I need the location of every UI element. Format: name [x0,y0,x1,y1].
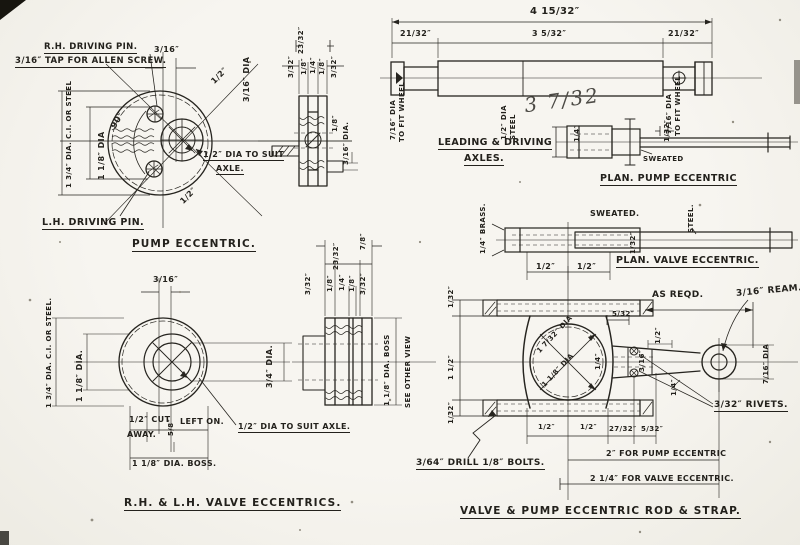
dim-strap-arm: 5/32″ [612,310,635,318]
dim-strap-bot-1: 1/2″ [538,423,556,431]
dim-pump-sec-d1: 3/32″ [287,55,295,78]
dim-valve-sec-d2: 1/8″ [326,274,334,292]
title-pump-eccentric: PUMP ECCENTRIC. [132,238,256,252]
rod-strap-dims [452,266,798,500]
dim-rod-bot: 1/4″ [670,378,678,396]
dim-len-valve: 2 1/4″ FOR VALVE ECCENTRIC. [590,474,734,483]
dim-pump-sec-d3: 1/4″ [309,56,317,74]
dim-axle-overall: 4 15/32″ [530,6,580,17]
valve-eccentric-section-view [302,317,373,406]
dim-pump-sec-d2: 1/8″ [300,57,308,75]
note-pump-axle-line2: AXLE. [216,164,244,175]
callout-lh-driving-pin: L.H. DRIVING PIN. [42,217,145,230]
callout-rh-driving-pin: R.H. DRIVING PIN. [44,42,138,54]
note-left-on: LEFT ON. [180,417,225,426]
title-axles-line2: AXLES. [464,153,505,166]
dim-valve-sec-d1: 3/32″ [304,272,312,295]
dim-pump-sec-pin-dia: 3/16″ DIA. [342,121,350,165]
dim-len-pump: 2″ FOR PUMP ECCENTRIC [606,449,727,458]
note-pump-axle-line1: 1/2″ DIA TO SUIT [203,150,285,161]
title-plan-valve-eccentric: PLAN. VALVE ECCENTRIC. [616,255,759,268]
callout-tap-allen-screw: 3/16″ TAP FOR ALLEN SCREW. [15,56,167,68]
axles-dims [380,18,762,79]
pump-section-dims [258,40,358,171]
note-rivets: 3/32″ RIVETS. [714,400,788,412]
dim-strap-left-mid: 1 1/2″ [447,354,455,380]
valve-eccentrics-dims [52,278,292,470]
note-axle-mid-dia: 1/2″ DIA [500,105,508,140]
title-plan-pump-eccentric: PLAN. PUMP ECCENTRIC [600,173,737,186]
dim-strap-top-left: 1/2″ [536,262,556,271]
dim-pump-offset: 3/16″ [154,45,180,54]
dim-strap-center: 1/4″ [594,352,602,370]
dim-axle-mid: 3 5/32″ [532,29,567,38]
dim-pin-dia: 3/16″ DIA [242,56,251,102]
note-axle-left-fit: TO FIT WHEEL [398,81,406,142]
dim-plan-pump-left: 1/4″ [573,124,581,142]
dim-rod-top: 1/2″ [654,326,662,344]
dim-plan-valve-offset: 1/32″ [629,231,637,254]
note-plan-valve-sweated: SWEATED. [590,209,640,218]
dim-eye-dia: 7/16″ DIA [762,343,770,384]
note-axle-left-dia: 7/16″ DIA [389,99,397,140]
note-cut-line1: 1/2″ CUT [129,415,171,424]
note-valve-axle: 1/2″ DIA TO SUIT AXLE. [238,422,351,433]
note-see-other-view: SEE OTHER VIEW [404,335,412,408]
dim-as-reqd: AS REQD. [652,290,704,300]
dim-pump-sec-width: 23/32″ [297,26,305,54]
dim-valve-sec-inner: 23/32″ [332,242,340,270]
dim-pump-sec-d4: 1/8″ [318,57,326,75]
note-cut-line2: AWAY. [127,430,157,439]
dim-left-on: 5/8″ [167,418,175,436]
dim-axle-left: 21/32″ [400,29,432,38]
dim-valve-sec-d5: 3/32″ [359,272,367,295]
dim-strap-bot-2: 1/2″ [580,423,598,431]
dim-strap-bot-4: 5/32″ [641,425,664,433]
valve-section-dims [292,240,436,406]
dim-valve-dia-inner: 1 1/8″ DIA. [75,349,84,402]
dim-axle-right: 21/32″ [668,29,700,38]
note-plan-pump-sweated: SWEATED [643,155,684,163]
dim-strap-left-bot: 1/32″ [447,401,455,424]
plan-pump-dims [552,126,798,158]
title-valve-eccentrics: R.H. & L.H. VALVE ECCENTRICS. [124,497,342,511]
rod-strap-view [482,299,737,417]
title-rod-strap: VALVE & PUMP ECCENTRIC ROD & STRAP. [460,505,742,519]
dim-valve-sec-outer: 7/8″ [359,232,367,250]
dim-valve-dia-outer: 1 3/4″ DIA. C.I. OR STEEL. [45,297,53,408]
dim-valve-boss: 1 1/8″ DIA. BOSS. [132,459,217,468]
note-drill-bolts: 3/64″ DRILL 1/8″ BOLTS. [416,458,545,470]
dim-pump-sec-pin-len: 1/8″ [331,114,339,132]
dim-valve-offset: 3/16″ [153,275,179,284]
dim-valve-sec-d4: 1/8″ [348,274,356,292]
note-plan-valve-steel: STEEL. [687,204,695,233]
dim-strap-top-right: 1/2″ [577,262,597,271]
pump-eccentric-front-view [107,90,213,196]
dim-strap-bot-3: 27/32″ [609,425,637,433]
dim-valve-sec-boss: 1 1/8″ DIA. BOSS [383,334,391,406]
note-axle-right-fit: TO FIT WHEEL [674,75,682,136]
dim-rod-mid: 3/16″ [638,349,646,372]
dim-pump-sec-d5: 3/32″ [330,55,338,78]
dim-pump-dia-outer: 1 3/4″ DIA. C.I. OR STEEL [65,80,73,188]
dim-plan-pump-right: 1/32″ [663,119,671,142]
dim-pump-dia-inner: 1 1/8″ DIA [97,131,106,180]
plan-valve-dims [491,222,798,280]
dim-valve-sec-d3: 1/4″ [338,273,346,291]
dim-valve-dia-boss: 3/4″ DIA. [265,344,274,388]
note-plan-valve-brass: 1/4″ BRASS. [479,203,487,254]
dim-strap-left-top: 1/32″ [447,285,455,308]
title-axles-line1: LEADING & DRIVING [438,137,553,150]
